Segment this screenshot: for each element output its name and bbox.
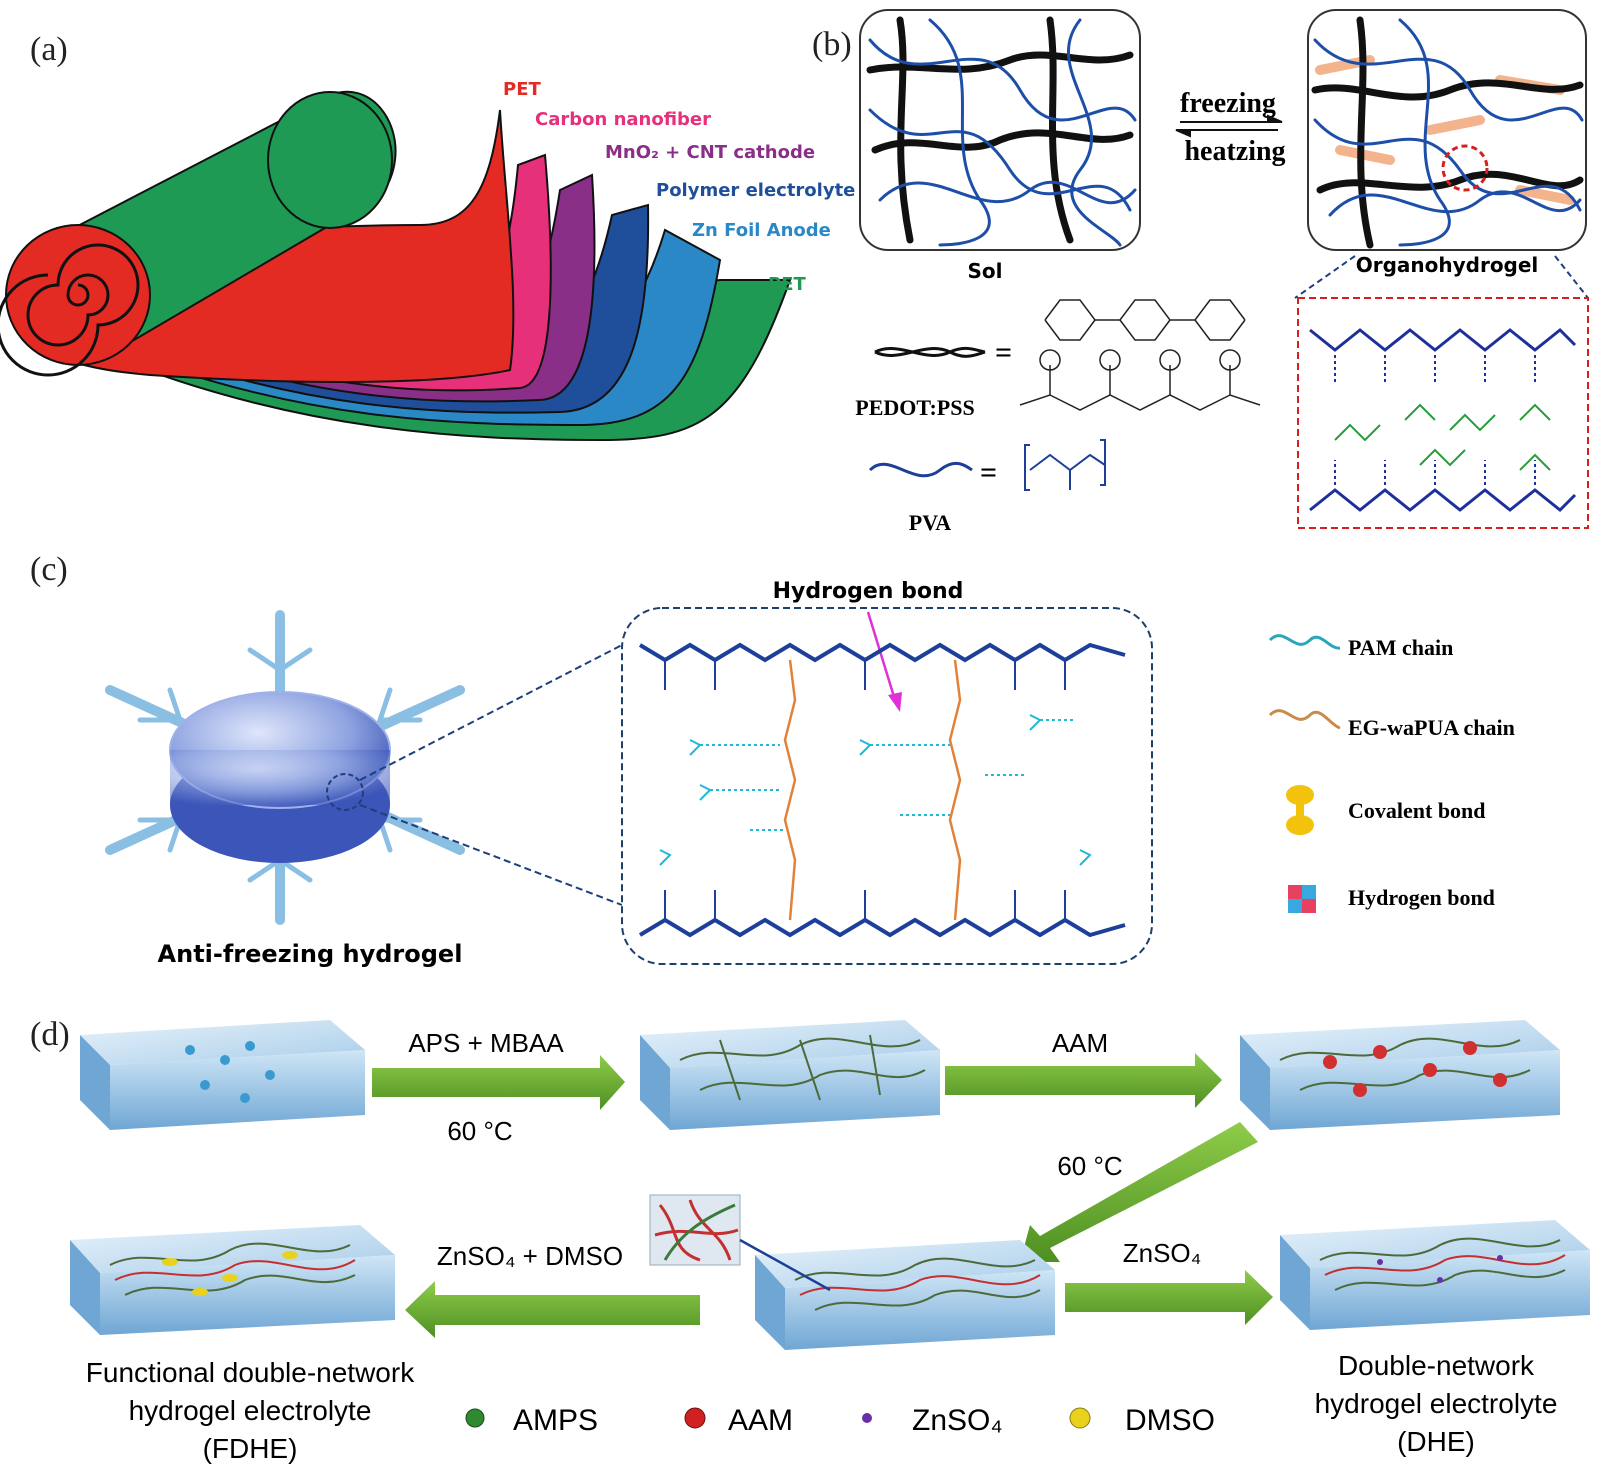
roll-end-right bbox=[267, 91, 393, 229]
hydrogen-bond-pointer-head bbox=[888, 692, 902, 712]
zoom-detail-structure bbox=[1309, 327, 1577, 513]
arrow-step-1 bbox=[372, 1055, 625, 1110]
legend-eg-wapua-chain: EG-waPUA chain bbox=[1348, 715, 1515, 740]
equilibrium-arrow bbox=[1175, 114, 1283, 138]
pva-symbol-icon bbox=[868, 461, 973, 478]
hydrogel-slab-network bbox=[640, 1020, 940, 1130]
panel-b-label: (b) bbox=[812, 26, 852, 63]
step1-reagents: APS + MBAA bbox=[408, 1028, 564, 1058]
zoom-detail-box bbox=[1297, 297, 1589, 529]
roll-end-left bbox=[5, 224, 151, 366]
yellow-dumbbell-icon bbox=[1286, 785, 1314, 835]
hydrogen-bond-detail-box bbox=[621, 607, 1153, 965]
pedot-label: PEDOT:PSS bbox=[855, 395, 974, 420]
layer-label-pet-top: PET bbox=[503, 79, 541, 100]
fdhe-caption-line3: (FDHE) bbox=[203, 1433, 298, 1464]
heatzing-label: heatzing bbox=[1184, 136, 1285, 167]
sol-network bbox=[866, 16, 1137, 247]
layer-label-polymer-electrolyte: Polymer electrolyte bbox=[656, 180, 855, 201]
step4-reagents-left: ZnSO₄ + DMSO bbox=[437, 1241, 623, 1271]
dhe-caption-line2: hydrogel electrolyte bbox=[1315, 1388, 1558, 1419]
pva-equals: = bbox=[980, 456, 997, 489]
panel-d-label: (d) bbox=[30, 1016, 70, 1053]
zoom-line-bottom bbox=[359, 804, 623, 906]
cube-icon bbox=[1288, 885, 1316, 913]
legend-pam-chain: PAM chain bbox=[1348, 635, 1453, 660]
legend-aam: AAM bbox=[728, 1404, 793, 1437]
panel-b: (b) Sol freezing heatzing bbox=[812, 9, 1589, 535]
legend-znso4: ZnSO₄ bbox=[912, 1404, 1003, 1437]
legend-dmso: DMSO bbox=[1125, 1404, 1215, 1437]
layer-label-pet-bottom: PET bbox=[768, 274, 806, 295]
znso4-dot-icon bbox=[862, 1413, 872, 1423]
panel-c-label: (c) bbox=[30, 551, 68, 588]
hydrogel-slab-dhe bbox=[1280, 1220, 1590, 1330]
fdhe-caption-line1: Functional double-network bbox=[86, 1357, 415, 1388]
hydrogel-molecular-structure bbox=[638, 642, 1126, 938]
hydrogel-disk-body bbox=[170, 750, 390, 805]
roll-spiral bbox=[0, 243, 140, 377]
wavy-teal-line-icon bbox=[1268, 634, 1341, 650]
arrow-step-3 bbox=[1020, 1122, 1258, 1262]
organohydrogel-network bbox=[1311, 16, 1584, 249]
pva-structure bbox=[1024, 439, 1106, 491]
step4-reagents-right: ZnSO₄ bbox=[1123, 1238, 1202, 1268]
pedot-structure bbox=[1019, 299, 1261, 411]
dhe-caption-line1: Double-network bbox=[1338, 1350, 1535, 1381]
hydrogen-bond-pointer bbox=[866, 611, 897, 701]
step2-reagent: AAM bbox=[1052, 1028, 1108, 1058]
zoom-circle bbox=[1441, 144, 1489, 192]
wavy-orange-line-icon bbox=[1268, 709, 1341, 730]
zoom-line-right bbox=[1554, 255, 1589, 299]
organohydrogel-label: Organohydrogel bbox=[1356, 253, 1539, 277]
dhe-caption-line3: (DHE) bbox=[1397, 1426, 1475, 1457]
hydrogel-slab-aam bbox=[1240, 1020, 1560, 1130]
hydrogel-slab-double-network bbox=[755, 1240, 1055, 1350]
layer-label-cathode: MnO₂ + CNT cathode bbox=[605, 142, 815, 163]
sol-label: Sol bbox=[968, 259, 1003, 283]
legend-amps: AMPS bbox=[513, 1404, 598, 1437]
panel-a: (a) PET Carbon nanofiber MnO₂ + CNT cath… bbox=[0, 31, 855, 442]
layer-label-carbon-nanofiber: Carbon nanofiber bbox=[535, 109, 711, 130]
arrow-to-fdhe bbox=[405, 1281, 700, 1338]
step3-temperature: 60 °C bbox=[1057, 1151, 1122, 1181]
legend-covalent-bond: Covalent bond bbox=[1348, 798, 1486, 823]
panel-a-label: (a) bbox=[30, 31, 68, 68]
amps-dot-icon bbox=[465, 1408, 485, 1428]
hydrogel-slab-fdhe bbox=[70, 1225, 395, 1335]
arrow-step-2 bbox=[945, 1053, 1222, 1108]
panel-d: (d) APS + MBAA 60 °C AAM bbox=[30, 1016, 1590, 1464]
legend-hydrogen-bond: Hydrogen bond bbox=[1348, 885, 1495, 910]
network-inset bbox=[649, 1194, 831, 1292]
pva-label: PVA bbox=[909, 510, 951, 535]
aam-dot-icon bbox=[684, 1407, 706, 1429]
layer-label-zn-foil: Zn Foil Anode bbox=[692, 220, 831, 241]
hydrogel-slab-initial bbox=[80, 1020, 365, 1130]
hydrogel-zoom-circle bbox=[326, 773, 364, 811]
pedot-equals: = bbox=[995, 336, 1012, 369]
zoom-line-top bbox=[359, 644, 623, 781]
pedot-symbol-strand bbox=[874, 347, 986, 358]
hydrogen-bond-title: Hydrogen bond bbox=[773, 579, 964, 604]
anti-freezing-hydrogel-label: Anti-freezing hydrogel bbox=[158, 940, 463, 968]
step1-temperature: 60 °C bbox=[447, 1116, 512, 1146]
dmso-dot-icon bbox=[1069, 1407, 1091, 1429]
panel-c: (c) Anti-freezing hydrogel Hydrogen bond bbox=[30, 551, 1515, 968]
arrow-to-dhe bbox=[1065, 1270, 1273, 1325]
zoom-line-left bbox=[1294, 255, 1356, 299]
fdhe-caption-line2: hydrogel electrolyte bbox=[129, 1395, 372, 1426]
freezing-label: freezing bbox=[1180, 88, 1276, 119]
